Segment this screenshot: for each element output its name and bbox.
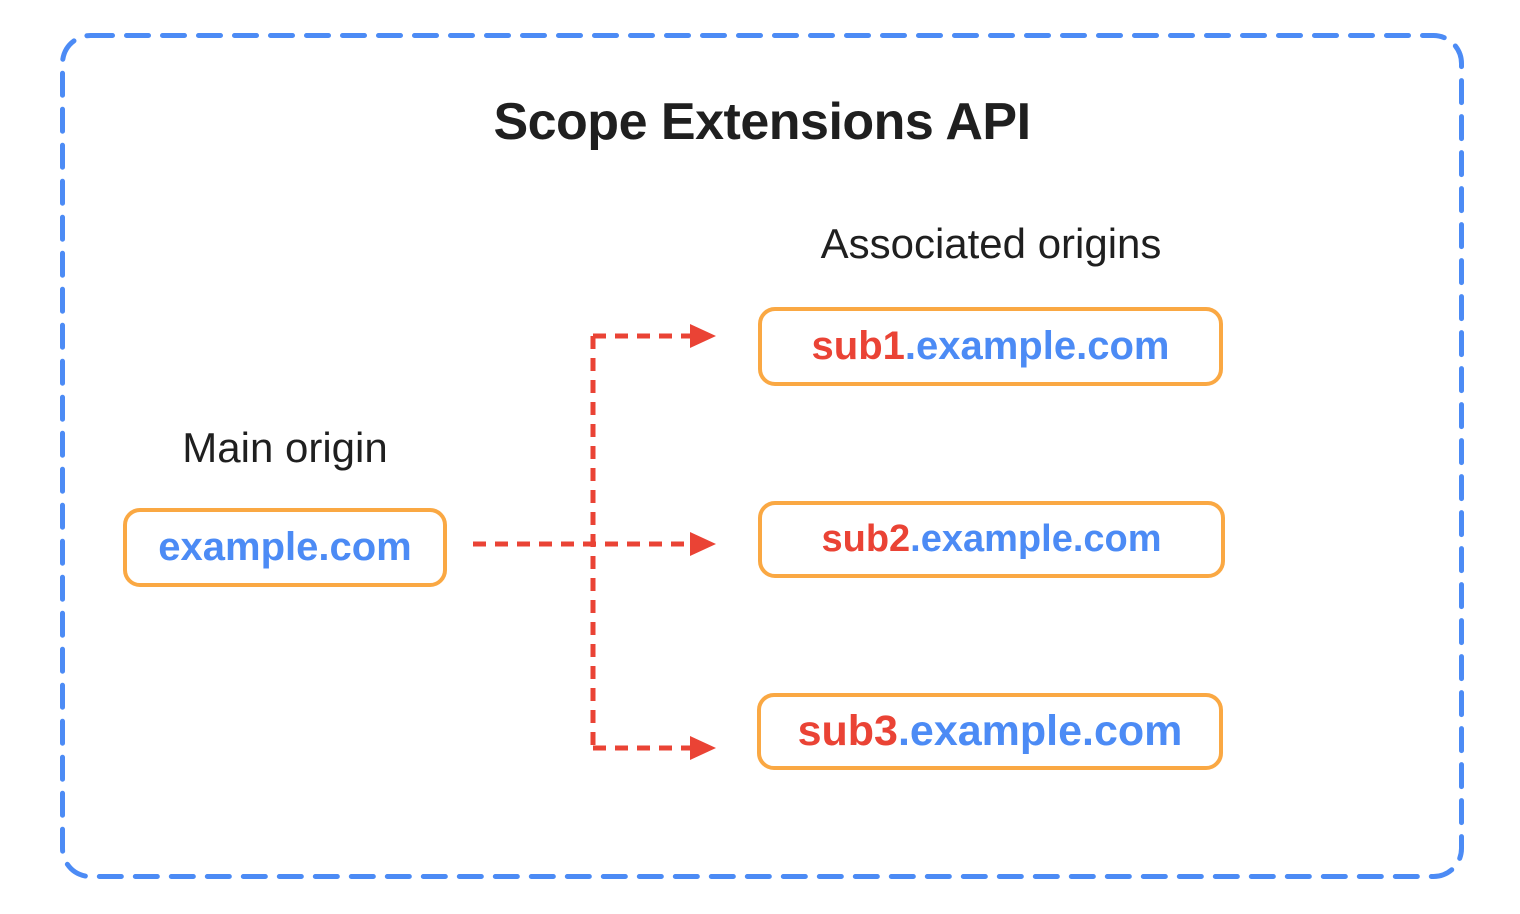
associated-origin-box-sub1: sub1.example.com [758, 307, 1223, 386]
associated-origins-label: Associated origins [820, 220, 1162, 267]
sub3-prefix: sub3 [797, 707, 898, 755]
arrowhead-sub2-icon [690, 532, 716, 556]
sub3-suffix: .example.com [897, 707, 1183, 755]
sub1-suffix: .example.com [904, 324, 1170, 368]
associated-origin-box-sub2: sub2.example.com [758, 501, 1225, 578]
main-origin-domain: example.com [158, 525, 412, 569]
arrowhead-sub3-icon [690, 736, 716, 760]
associated-origin-box-sub3: sub3.example.com [757, 693, 1223, 770]
diagram-title: Scope Extensions API [493, 93, 1031, 151]
sub2-prefix: sub2 [821, 518, 911, 560]
arrowhead-sub1-icon [690, 324, 716, 348]
sub2-suffix: .example.com [910, 518, 1162, 560]
main-origin-box: example.com [123, 508, 447, 587]
sub1-prefix: sub1 [811, 324, 905, 368]
main-origin-label: Main origin [182, 424, 388, 471]
outer-dashed-border [60, 33, 1464, 879]
